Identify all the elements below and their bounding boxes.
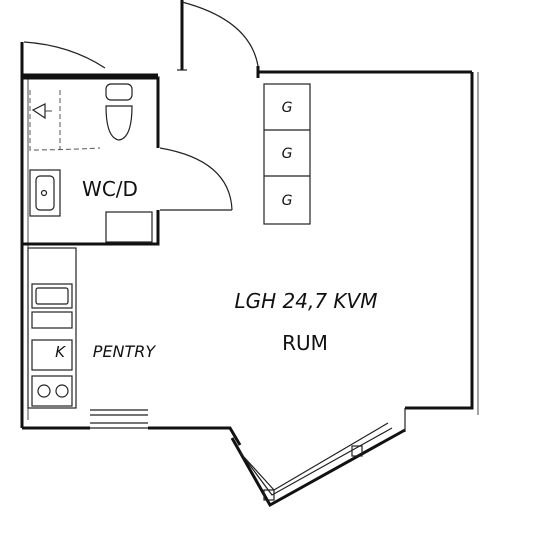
k-symbol: K [55,343,66,361]
room-label: RUM [282,331,328,355]
entrance-door [23,1,259,69]
wc-label: WC/D [82,177,138,201]
kitchen-area [27,247,77,409]
wardrobe-label-2: G [282,146,293,162]
wc-room [22,76,233,246]
kitchen-label: PENTRY [93,342,157,361]
wardrobe-label-3: G [282,193,293,209]
wardrobes [263,83,311,225]
area-label: LGH 24,7 KVM [235,289,378,313]
walls [20,0,479,508]
wardrobe-label-1: G [282,100,293,116]
